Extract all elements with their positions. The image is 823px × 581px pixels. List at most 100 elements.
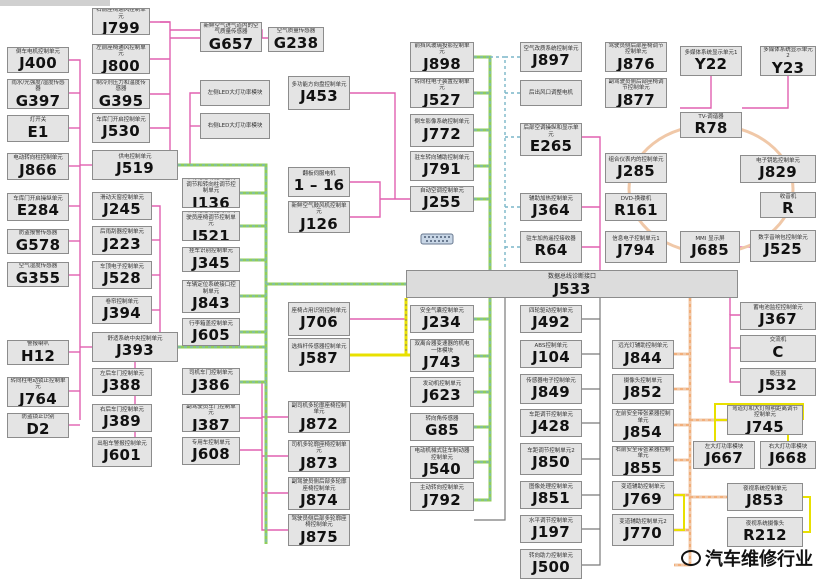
bus-wire [350, 298, 407, 320]
bus-wire [178, 92, 200, 166]
module-description: 舒适系统中央控制单元 [107, 335, 163, 342]
module-description: 行李箱盖控制单元 [188, 320, 233, 327]
module-description: 蓄电池监控控制单元 [753, 304, 803, 311]
module-code: J605 [192, 326, 230, 345]
module-code: R78 [694, 119, 728, 138]
module-code: J851 [532, 489, 570, 508]
module-code: G238 [273, 33, 319, 52]
module-description: 水平调节控制单元 [528, 517, 573, 524]
module-description: 摄像头控制单元 [623, 377, 663, 384]
module-description: 转向助力控制单元 [528, 552, 573, 559]
bus-wire [803, 496, 811, 533]
module-description: 转向柱电子装置控制单元 [414, 78, 470, 91]
module-code: E265 [529, 137, 573, 155]
module-code: J530 [102, 122, 140, 141]
module-description: MMI 显示屏 [695, 235, 725, 242]
module-code: G397 [15, 91, 61, 109]
watermark-text: 汽车维修行业 [705, 549, 813, 570]
module-code: J844 [624, 348, 662, 367]
module-description: 前挡风玻璃投影控制单元 [414, 42, 470, 55]
module-code: J873 [300, 453, 338, 472]
module-code: J540 [423, 460, 461, 478]
module-description: 出租车警报控制单元 [97, 440, 147, 447]
module-description: 弯道灯和大灯照明距离调节控制单元 [731, 405, 798, 418]
module-rear: 后出风口调整电机 [520, 80, 582, 106]
module-code: J393 [116, 341, 154, 360]
bus-wire [474, 298, 506, 521]
bus-wire [674, 298, 692, 567]
bus-wire [674, 298, 691, 566]
bus-wire [680, 76, 712, 109]
module-description: 收音机 [779, 193, 797, 200]
module-code: J527 [423, 90, 461, 108]
module-description: 驾驶员侧后部座椅调节控制单元 [608, 42, 664, 55]
module-description: 雨水/光强度/湿度传感器 [11, 79, 65, 92]
module-code: J245 [103, 200, 141, 219]
module-description: 空气改质系统控制单元 [523, 45, 579, 52]
module-code: J849 [532, 383, 570, 402]
module-description: 车顶电子控制单元 [99, 263, 144, 270]
module-description: 空气质量传感器 [276, 28, 316, 35]
module-description: 交流机 [769, 337, 787, 344]
module-code: J608 [192, 445, 230, 464]
module-code: J850 [532, 453, 570, 472]
module-code: J874 [300, 491, 338, 509]
module-description: 左大灯功率模块 [704, 443, 744, 450]
bus-wire [350, 298, 408, 357]
module-description: 安全气囊控制单元 [419, 307, 464, 314]
module-description: 驻车转向辅助控制单元 [414, 154, 470, 161]
module-code: J525 [764, 240, 802, 259]
module-description: 车距调节控制单元2 [527, 447, 575, 454]
module-description: DVD-换碟机 [620, 195, 652, 202]
module-code: J364 [532, 201, 570, 220]
module-code: J285 [617, 162, 655, 181]
module-ledr: 右侧LED大灯功率模块 [200, 113, 270, 139]
module-description: 专用车控制单元 [191, 439, 231, 446]
module-code: R161 [614, 201, 658, 220]
module-description: 右侧LED大灯功率模块 [207, 122, 263, 129]
module-code: Y23 [771, 58, 805, 76]
module-description: 信息电子控制单元1 [612, 235, 660, 242]
module-code: J769 [624, 489, 662, 508]
module-description: 车库门开启控制单元 [96, 116, 146, 123]
module-description: 倒车影像系统控制单元 [414, 119, 470, 126]
bus-wire [350, 92, 396, 199]
module-description: 警报喇叭 [26, 341, 49, 348]
module-description: 驻车加热遥控接收器 [526, 235, 576, 242]
module-description: 夜视系统摄像头 [745, 520, 785, 527]
module-description: 空气湿度传感器 [18, 263, 58, 270]
module-code: J453 [300, 87, 338, 106]
module-code: J799 [102, 19, 140, 35]
module-code: J764 [19, 389, 57, 407]
